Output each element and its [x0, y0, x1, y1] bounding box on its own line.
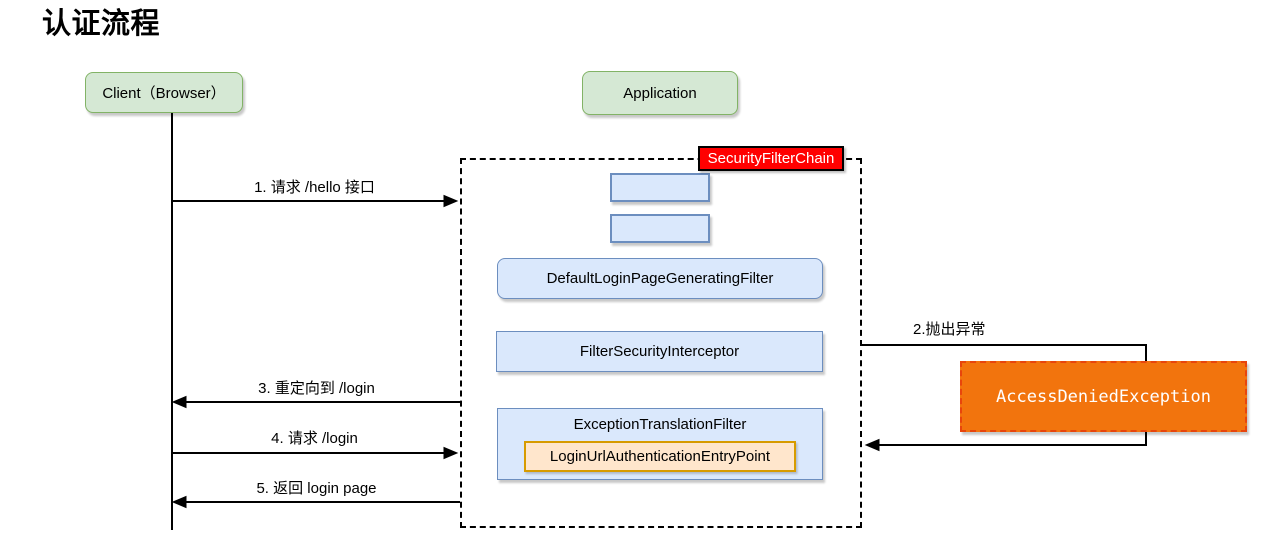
message-label-1: 1. 请求 /hello 接口 — [254, 179, 375, 196]
login-url-authentication-entry-point: LoginUrlAuthenticationEntryPoint — [524, 441, 796, 472]
arrowhead-right-icon — [443, 446, 459, 460]
message-label-2: 2.抛出异常 — [913, 321, 986, 338]
actor-application-label: Application — [623, 84, 697, 102]
security-filter-chain-container — [460, 158, 862, 528]
filter-default-login-page-generating: DefaultLoginPageGeneratingFilter — [497, 258, 823, 299]
actor-application: Application — [582, 71, 738, 115]
filter-exception-translation-label: ExceptionTranslationFilter — [573, 416, 747, 433]
filter-placeholder-2 — [610, 214, 710, 243]
page-title: 认证流程 — [42, 8, 161, 40]
filter-exception-translation: ExceptionTranslationFilter LoginUrlAuthe… — [497, 408, 823, 480]
arrow-redirect-login — [171, 395, 460, 409]
arrow-request-hello — [172, 194, 459, 208]
filter-security-interceptor: FilterSecurityInterceptor — [496, 331, 823, 372]
arrowhead-left-icon — [171, 395, 187, 409]
security-filter-chain-label: SecurityFilterChain — [698, 146, 844, 171]
actor-client: Client（Browser） — [85, 72, 243, 113]
arrow-request-login — [172, 446, 459, 460]
message-label-3: 3. 重定向到 /login — [258, 380, 375, 397]
arrow-return-login-page — [171, 495, 460, 509]
arrowhead-right-icon — [443, 194, 459, 208]
filter-placeholder-1 — [610, 173, 710, 202]
actor-client-label: Client（Browser） — [102, 85, 226, 102]
message-label-4: 4. 请求 /login — [271, 430, 358, 447]
arrowhead-left-icon — [864, 438, 880, 452]
arrowhead-left-icon — [171, 495, 187, 509]
message-label-5: 5. 返回 login page — [256, 480, 377, 497]
access-denied-exception: AccessDeniedException — [960, 361, 1247, 432]
